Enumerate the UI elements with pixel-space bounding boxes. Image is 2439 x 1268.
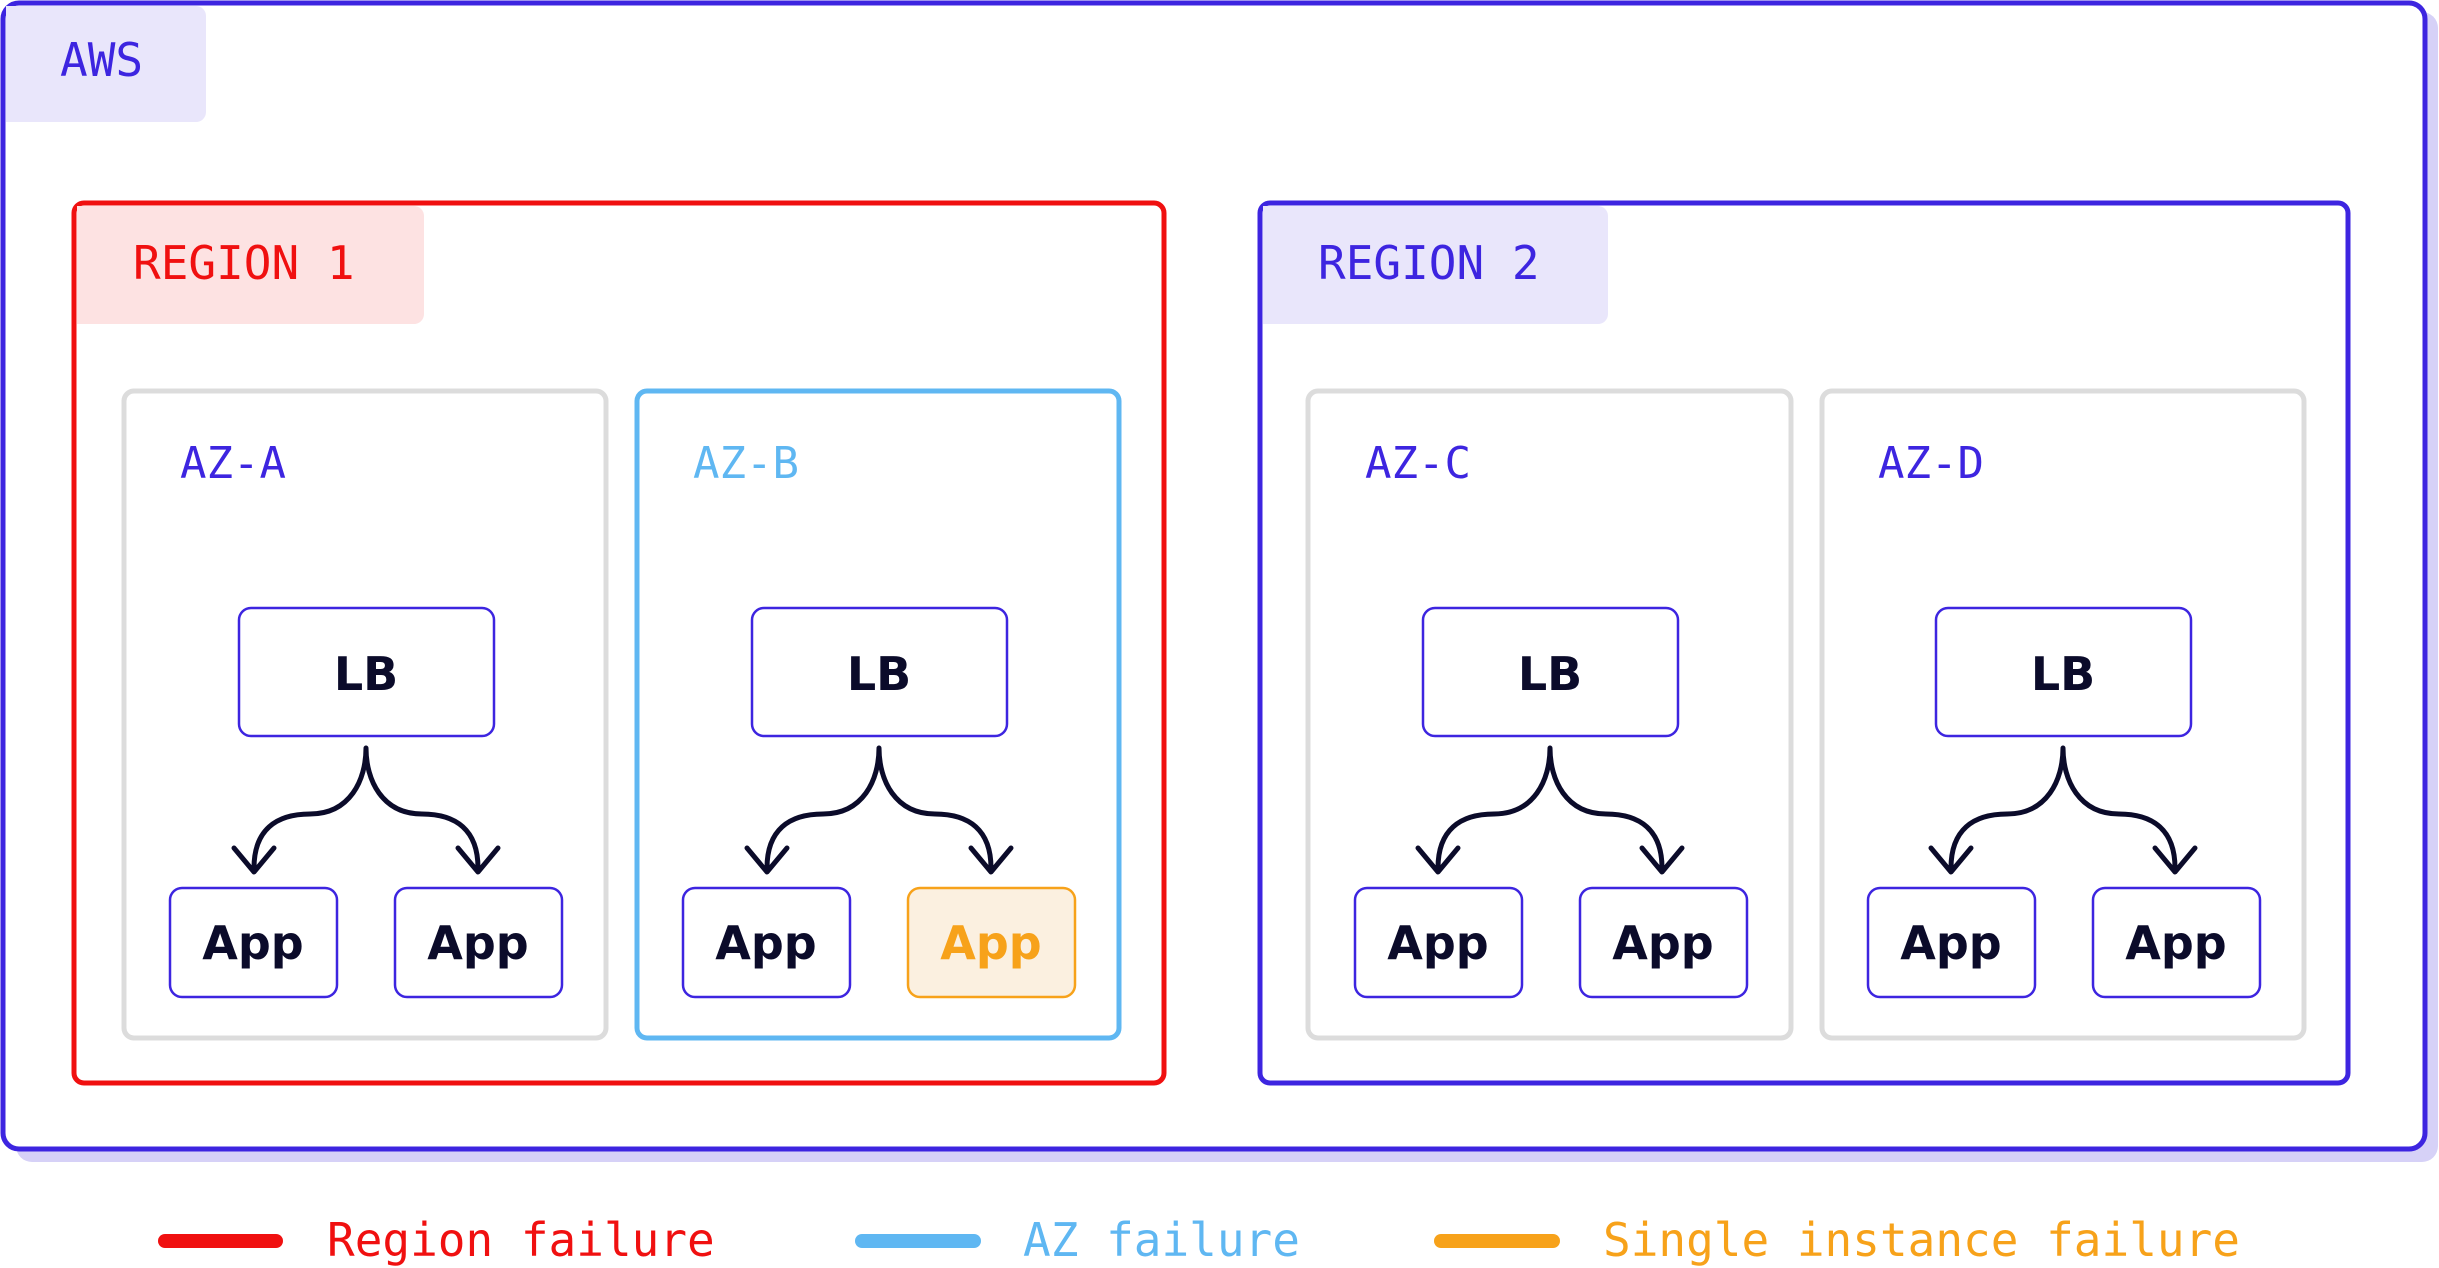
region-1: REGION 1 AZ-A LB App App AZ-B LB App App <box>71 200 1167 1086</box>
legend-label-region-failure: Region failure <box>327 1213 715 1267</box>
region-2-label: REGION 2 <box>1318 236 1540 290</box>
az-c: AZ-C LB App App <box>1305 388 1794 1041</box>
region-2-label-tab <box>1263 206 1608 324</box>
legend-label-az-failure: AZ failure <box>1023 1213 1300 1267</box>
az-a-label: AZ-A <box>180 438 286 489</box>
az-a-lb-label: LB <box>334 647 398 701</box>
az-a-app-2-box <box>393 886 564 999</box>
az-c-lb-box <box>1421 606 1680 738</box>
az-b-app-2-box-failed <box>906 886 1077 999</box>
legend-item-region-failure: Region failure <box>158 1213 715 1267</box>
az-c-connector-arrows <box>1415 745 1685 875</box>
az-d-app-2-box <box>2091 886 2262 999</box>
legend-item-az-failure: AZ failure <box>855 1213 1300 1267</box>
az-b-app-1-box <box>681 886 852 999</box>
az-d-app-2-label: App <box>2125 916 2226 970</box>
az-b-app-1-label: App <box>715 916 816 970</box>
az-b-label: AZ-B <box>693 438 799 489</box>
legend-label-instance-failure: Single instance failure <box>1603 1213 2240 1267</box>
az-d: AZ-D LB App App <box>1819 388 2307 1041</box>
az-b-connector-arrows <box>744 745 1014 875</box>
az-b-lb-label: LB <box>847 647 911 701</box>
az-a-lb-box <box>237 606 496 738</box>
az-c-label: AZ-C <box>1365 438 1471 489</box>
az-a: AZ-A LB App App <box>121 388 609 1041</box>
az-a-app-2-label: App <box>427 916 528 970</box>
az-d-label: AZ-D <box>1878 438 1984 489</box>
aws-label-tab <box>6 6 206 122</box>
az-c-lb-label: LB <box>1518 647 1582 701</box>
region-2: REGION 2 AZ-C LB App App AZ-D LB App App <box>1257 200 2351 1086</box>
region-1-label-tab <box>77 206 424 324</box>
legend-item-instance-failure: Single instance failure <box>1434 1213 2240 1267</box>
az-a-app-1-box <box>168 886 339 999</box>
az-c-app-2-box <box>1578 886 1749 999</box>
az-d-connector-arrows <box>1928 745 2198 875</box>
az-a-connector-arrows <box>231 745 501 875</box>
aws-label: AWS <box>60 33 143 87</box>
az-c-app-1-label: App <box>1387 916 1488 970</box>
az-d-lb-box <box>1934 606 2193 738</box>
az-d-app-1-box <box>1866 886 2037 999</box>
az-b: AZ-B LB App App <box>634 388 1122 1041</box>
az-c-app-2-label: App <box>1612 916 1713 970</box>
az-a-app-1-label: App <box>202 916 303 970</box>
az-d-lb-label: LB <box>2031 647 2095 701</box>
az-c-app-1-box <box>1353 886 1524 999</box>
az-d-app-1-label: App <box>1900 916 2001 970</box>
legend: Region failure AZ failure Single instanc… <box>158 1213 2240 1267</box>
az-b-app-2-label-failed: App <box>940 916 1041 970</box>
region-1-label: REGION 1 <box>133 236 355 290</box>
az-b-lb-box <box>750 606 1009 738</box>
